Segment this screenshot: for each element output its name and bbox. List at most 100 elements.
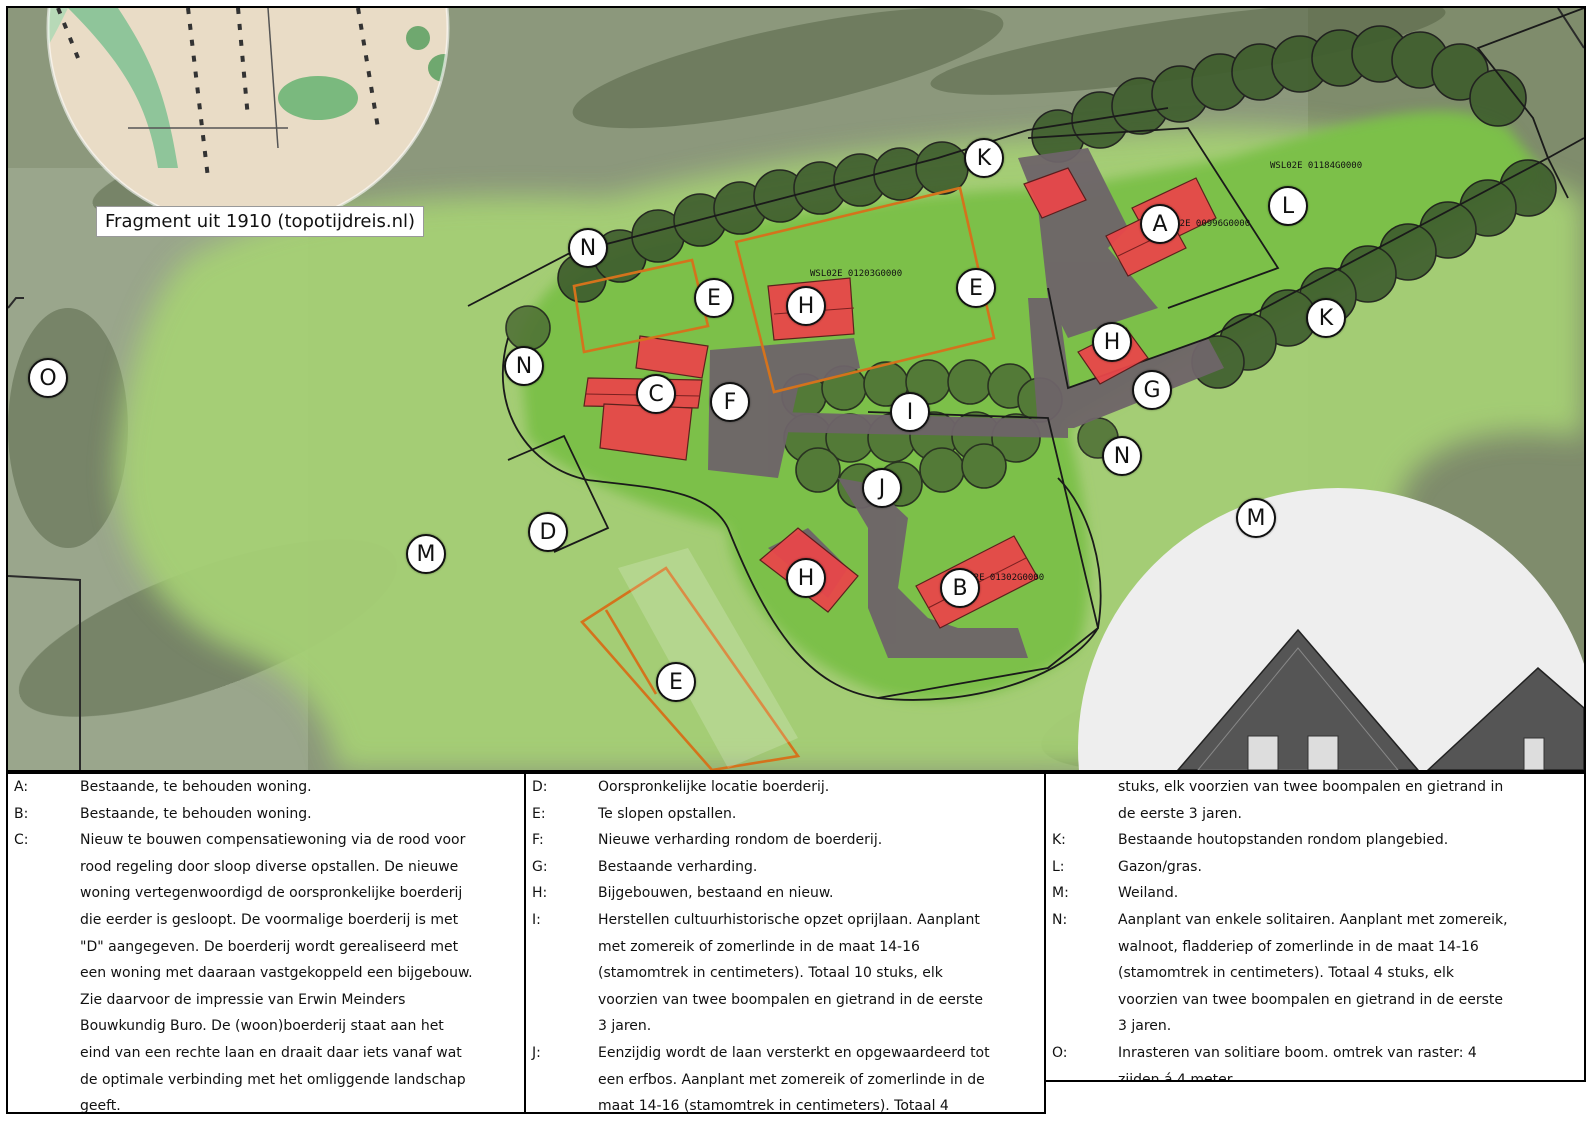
legend-entry: L: Gazon/gras. (1046, 854, 1584, 881)
legend-line: die eerder is gesloopt. De voormalige bo… (80, 911, 459, 928)
legend-entry: C: Nieuw te bouwen compensatiewoning via … (8, 827, 524, 1114)
legend-line: Gazon/gras. (1118, 858, 1202, 875)
callout-f: F (710, 382, 750, 422)
callout-a: A (1140, 204, 1180, 244)
callout-c: C (636, 374, 676, 414)
legend-entry: H: Bijgebouwen, bestaand en nieuw. (526, 880, 1044, 907)
legend-key: B: (14, 805, 29, 822)
callout-i: I (890, 392, 930, 432)
callout-m-1: M (406, 534, 446, 574)
legend-line: (stamomtrek in centimeters). Totaal 4 st… (1118, 965, 1454, 982)
legend-description: Bestaande, te behouden woning. (80, 801, 524, 828)
legend-key: M: (1052, 885, 1069, 902)
parcel-code-4: WSL02E 01302G0000 (952, 573, 1044, 583)
legend-line: woning vertegenwoordigd de oorspronkelij… (80, 885, 463, 902)
legend-line: Aanplant van enkele solitairen. Aanplant… (1118, 911, 1508, 928)
legend-line: (stamomtrek in centimeters). Totaal 10 s… (598, 965, 943, 982)
demolish-outlines (572, 186, 996, 770)
legend-line: "D" aangegeven. De boerderij wordt gerea… (80, 938, 459, 955)
legend-key: G: (532, 858, 548, 875)
legend-key: L: (1052, 858, 1065, 875)
callout-n-1: N (568, 228, 608, 268)
legend-entry: I: Herstellen cultuurhistorische opzet op… (526, 907, 1044, 1040)
legend-line: stuks, elk voorzien van twee boompalen e… (1118, 779, 1504, 795)
legend-description: Gazon/gras. (1118, 854, 1584, 881)
map-canvas: WSL02E 01184G0000 WSL02E 00996G0000 WSL0… (8, 8, 1584, 770)
legend-key: K: (1052, 832, 1066, 849)
plan-outlines (467, 8, 1584, 701)
legend-line: walnoot, fladderiep of zomerlinde in de … (1118, 938, 1479, 955)
legend-description: Bestaande houtopstanden rondom plangebie… (1118, 827, 1584, 854)
parcel-lines-outside (8, 8, 1584, 770)
legend-line: met zomereik of zomerlinde in de maat 14… (598, 938, 920, 955)
legend-entry: A:Bestaande, te behouden woning. (8, 774, 524, 801)
callout-k-1: K (964, 138, 1004, 178)
legend-entry: M: Weiland. (1046, 880, 1584, 907)
legend-line: Bestaande houtopstanden rondom plangebie… (1118, 832, 1449, 849)
legend-line: Nieuw te bouwen compensatiewoning via de… (80, 832, 466, 849)
legend-entry: J: Eenzijdig wordt de laan versterkt en o… (526, 1040, 1044, 1114)
legend-entry: stuks, elk voorzien van twee boompalen e… (1046, 774, 1584, 827)
legend-entry: E: Te slopen opstallen. (526, 801, 1044, 828)
legend-line: Inrasteren van solitiare boom. omtrek va… (1118, 1044, 1477, 1061)
legend-line: Bijgebouwen, bestaand en nieuw. (598, 885, 834, 902)
site-plan-map: WSL02E 01184G0000 WSL02E 00996G0000 WSL0… (6, 6, 1586, 772)
legend-entry: G: Bestaande verharding. (526, 854, 1044, 881)
callout-b: B (940, 568, 980, 608)
callout-m-2: M (1236, 498, 1276, 538)
legend-key: E: (532, 805, 546, 822)
legend-line: Weiland. (1118, 885, 1179, 902)
callout-e-2: E (956, 268, 996, 308)
legend-line: 3 jaren. (1118, 1018, 1172, 1035)
legend-description: stuks, elk voorzien van twee boompalen e… (1118, 774, 1584, 827)
callout-h-2: H (1092, 322, 1132, 362)
legend-description: Bestaande, te behouden woning. (80, 774, 524, 801)
legend-description: Inrasteren van solitiare boom. omtrek va… (1118, 1040, 1584, 1082)
legend-description: Nieuwe verharding rondom de boerderij. (598, 827, 1044, 854)
callout-j: J (862, 468, 902, 508)
callout-h-1: H (786, 286, 826, 326)
callout-g: G (1132, 370, 1172, 410)
legend-key: N: (1052, 911, 1068, 928)
legend-description: Eenzijdig wordt de laan versterkt en opg… (598, 1040, 1044, 1114)
legend-line: de optimale verbinding met het omliggend… (80, 1071, 466, 1088)
legend-line: Zie daarvoor de impressie van Erwin Mein… (80, 991, 406, 1008)
legend-line: Bestaande verharding. (598, 858, 758, 875)
legend-line: geeft. (80, 1098, 121, 1114)
callout-k-2: K (1306, 298, 1346, 338)
legend-line: eind van een rechte laan en draait daar … (80, 1044, 462, 1061)
legend-key: I: (532, 911, 541, 928)
legend-entry: B: Bestaande, te behouden woning. (8, 801, 524, 828)
legend-line: rood regeling door sloop diverse opstall… (80, 858, 459, 875)
old-farm-ghost (618, 548, 798, 768)
legend-line: Bestaande, te behouden woning. (80, 805, 312, 822)
parcel-code-2: WSL02E 00996G0000 (1158, 219, 1250, 229)
legend-line: Bouwkundig Buro. De (woon)boerderij staa… (80, 1018, 444, 1035)
legend-key: H: (532, 885, 548, 902)
legend-description: Aanplant van enkele solitairen. Aanplant… (1118, 907, 1584, 1040)
legend-key: J: (532, 1044, 541, 1061)
legend-description: Te slopen opstallen. (598, 801, 1044, 828)
callout-o: O (28, 358, 68, 398)
callout-n-2: N (504, 346, 544, 386)
legend-line: zijden á 4 meter. (1118, 1071, 1236, 1082)
callout-e-3: E (656, 662, 696, 702)
legend-line: Herstellen cultuurhistorische opzet opri… (598, 911, 980, 928)
legend-line: 3 jaren. (598, 1018, 652, 1035)
legend-line: Nieuwe verharding rondom de boerderij. (598, 832, 883, 849)
legend-entry: O: Inrasteren van solitiare boom. omtrek … (1046, 1040, 1584, 1082)
legend-line: Eenzijdig wordt de laan versterkt en opg… (598, 1044, 990, 1061)
callout-l: L (1268, 186, 1308, 226)
legend-key: C: (14, 832, 29, 849)
legend-line: een erfbos. Aanplant met zomereik of zom… (598, 1071, 985, 1088)
legend-line: Bestaande, te behouden woning. (80, 779, 312, 795)
legend-line: Te slopen opstallen. (598, 805, 737, 822)
legend-line: maat 14-16 (stamomtrek in centimeters). … (598, 1098, 949, 1114)
legend-description: Bijgebouwen, bestaand en nieuw. (598, 880, 1044, 907)
legend-column-1: A:Bestaande, te behouden woning. B: Bestaa… (6, 772, 526, 1114)
legend-entry: D:Oorspronkelijke locatie boerderij. (526, 774, 1044, 801)
parcel-code-1: WSL02E 01184G0000 (1270, 161, 1362, 171)
legend-key: O: (1052, 1044, 1068, 1061)
legend-key: F: (532, 832, 544, 849)
